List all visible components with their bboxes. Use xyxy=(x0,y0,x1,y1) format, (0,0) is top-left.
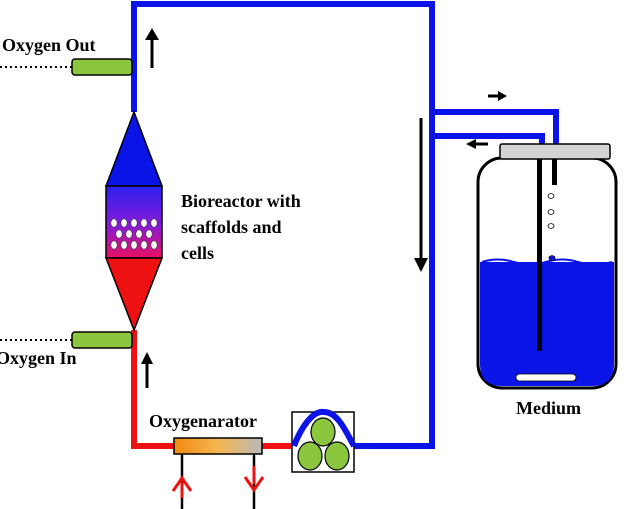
oxygen-out-label: Oxygen Out xyxy=(2,35,96,55)
gas-in-arrow-icon xyxy=(171,475,193,498)
outlet-dip-tube xyxy=(537,159,542,351)
gas-out-arrow-icon xyxy=(243,466,265,493)
oxygenarator-label: Oxygenarator xyxy=(149,411,257,431)
arrow-right-to-medium-icon xyxy=(488,91,507,101)
deoxygenated-tubing xyxy=(131,330,294,449)
bioreactor-bottom-cone xyxy=(104,257,164,333)
arrow-down-return-icon xyxy=(414,118,428,272)
inlet-tube xyxy=(552,159,557,185)
bioreactor-label-line2: scaffolds and xyxy=(181,217,282,237)
bioreactor-label-line3: cells xyxy=(181,243,214,263)
medium-label: Medium xyxy=(516,398,581,418)
oxygen-in-label: Oxygen In xyxy=(0,348,77,368)
bioreactor xyxy=(104,109,164,333)
bioreactor-top-cone xyxy=(104,109,164,187)
arrow-up-bottom-icon xyxy=(141,352,153,388)
arrow-left-from-medium-icon xyxy=(466,139,488,149)
pump-rollers xyxy=(297,417,350,471)
medium-liquid xyxy=(480,262,614,386)
oxygenarator xyxy=(171,437,265,509)
arrow-up-top-icon xyxy=(145,28,159,68)
tube-reactor-to-top xyxy=(131,1,435,449)
tube-oxygenarator-to-reactor xyxy=(131,330,174,449)
bottle-cap xyxy=(499,143,611,160)
air-bubbles xyxy=(547,193,556,261)
bottle-base-highlight xyxy=(515,373,577,382)
peristaltic-pump xyxy=(291,408,357,473)
oxygen-out-port xyxy=(0,58,133,76)
scaffold-cells xyxy=(110,218,158,250)
medium-bottle xyxy=(476,143,618,390)
bioreactor-label-line1: Bioreactor with xyxy=(181,191,301,211)
oxygen-in-port xyxy=(0,331,133,349)
